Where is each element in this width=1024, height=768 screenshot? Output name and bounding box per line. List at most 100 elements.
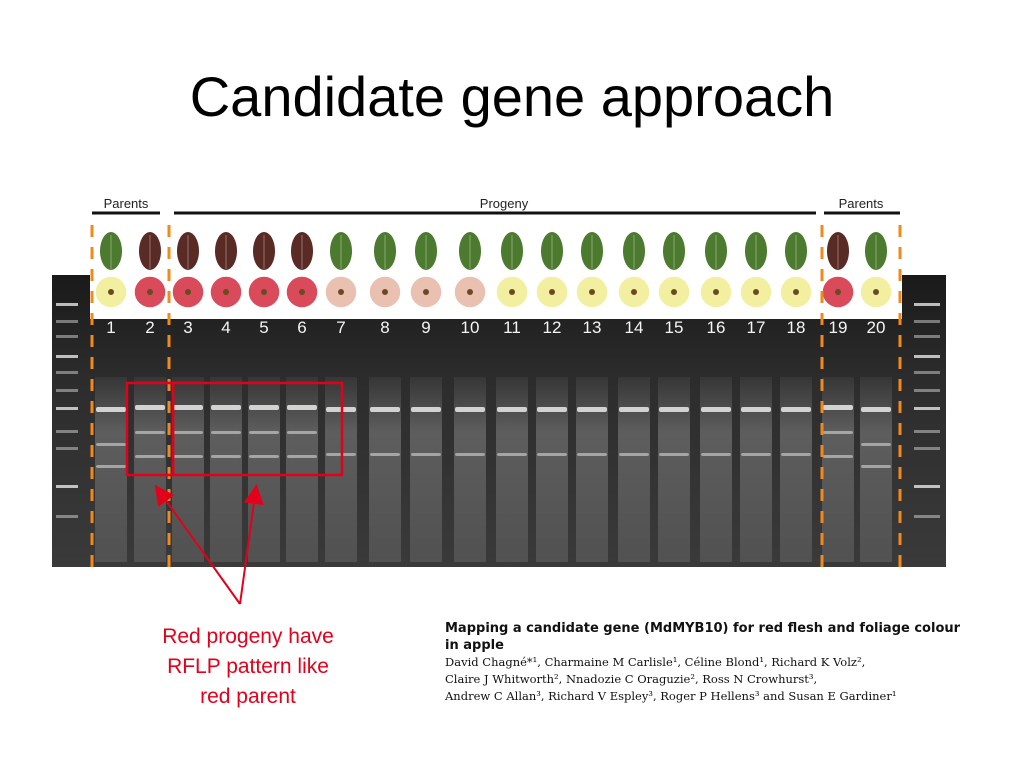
fruit-core	[713, 289, 719, 295]
dna-band	[823, 405, 853, 410]
ladder-band	[56, 335, 78, 338]
dna-band	[287, 455, 317, 458]
dna-band	[659, 407, 689, 412]
dna-band	[537, 453, 567, 456]
dna-band	[861, 465, 891, 468]
fruit-core	[467, 289, 473, 295]
dna-band	[135, 405, 165, 410]
fruit-core	[873, 289, 879, 295]
green-leaf-icon	[415, 232, 437, 270]
green-leaf-icon	[785, 232, 807, 270]
citation-author-line: Claire J Whitworth², Nnadozie C Oraguzie…	[445, 672, 818, 686]
dna-band	[211, 455, 241, 458]
dna-band	[781, 453, 811, 456]
gel-lane: 5	[247, 232, 281, 562]
fruit-core	[631, 289, 637, 295]
gel-lane: 4	[209, 232, 243, 562]
ladder-band	[914, 389, 940, 392]
ladder-band	[914, 335, 940, 338]
dna-band	[96, 443, 126, 446]
gel-lane: 13	[575, 232, 609, 562]
fruit-core	[185, 289, 191, 295]
arrow-to-parent	[154, 484, 241, 605]
lane-number: 20	[867, 318, 886, 337]
fruit-core	[147, 289, 153, 295]
dna-band	[701, 453, 731, 456]
progeny-label: Progeny	[480, 196, 529, 211]
citation-authors: David Chagné*¹, Charmaine M Carlisle¹, C…	[445, 654, 965, 705]
lane-number: 9	[421, 318, 430, 337]
fruit-core	[589, 289, 595, 295]
ladder-lanes	[56, 303, 940, 518]
dna-band	[173, 431, 203, 434]
lane-number: 5	[259, 318, 268, 337]
dna-band	[823, 431, 853, 434]
dna-band	[781, 407, 811, 412]
progeny-highlight-box	[171, 381, 344, 477]
dna-band	[823, 455, 853, 458]
ladder-band	[56, 371, 78, 374]
callout-line: Red progeny have	[162, 625, 334, 648]
fruit-core	[338, 289, 344, 295]
gel-lane: 18	[779, 232, 813, 562]
lane-number: 14	[625, 318, 644, 337]
lane-number: 12	[543, 318, 562, 337]
gel-lane: 8	[368, 232, 402, 562]
gel-lane: 15	[657, 232, 691, 562]
ladder-band	[914, 430, 940, 433]
dna-band	[861, 407, 891, 412]
lane-number: 17	[747, 318, 766, 337]
parents-left-label: Parents	[104, 196, 149, 211]
citation-title: Mapping a candidate gene (MdMYB10) for r…	[445, 621, 961, 653]
lane-number: 8	[380, 318, 389, 337]
lane-number: 19	[829, 318, 848, 337]
callout-text: Red progeny have RFLP pattern like red p…	[128, 622, 368, 712]
lane-number: 7	[336, 318, 345, 337]
dna-band	[659, 453, 689, 456]
dna-band	[370, 453, 400, 456]
green-leaf-icon	[374, 232, 396, 270]
ladder-band	[914, 515, 940, 518]
dna-band	[619, 453, 649, 456]
arrow-to-progeny	[239, 484, 264, 605]
dna-band	[287, 405, 317, 410]
gel-lane: 14	[617, 232, 651, 562]
ladder-band	[56, 447, 78, 450]
ladder-band	[56, 515, 78, 518]
gel-lane: 12	[535, 232, 569, 562]
ladder-band	[56, 407, 78, 410]
lane-number: 3	[183, 318, 192, 337]
dna-band	[249, 431, 279, 434]
gel-lane: 19	[821, 232, 855, 562]
dna-band	[370, 407, 400, 412]
gel-lane: 10	[453, 232, 487, 562]
citation-author-line: Andrew C Allan³, Richard V Espley³, Roge…	[445, 689, 897, 703]
dna-band	[287, 431, 317, 434]
ladder-band	[914, 303, 940, 306]
callout-line: red parent	[200, 685, 296, 708]
ladder-band	[914, 355, 940, 358]
ladder-band	[56, 320, 78, 323]
dna-band	[173, 405, 203, 410]
fruit-core	[753, 289, 759, 295]
red-leaf-icon	[139, 232, 161, 270]
fruit-core	[549, 289, 555, 295]
dna-band	[455, 453, 485, 456]
fruit-core	[261, 289, 267, 295]
fruit-core	[423, 289, 429, 295]
lane-number: 1	[106, 318, 115, 337]
dna-band	[701, 407, 731, 412]
fruit-core	[223, 289, 229, 295]
ladder-band	[914, 447, 940, 450]
gel-lane: 9	[409, 232, 443, 562]
green-leaf-icon	[663, 232, 685, 270]
dna-band	[411, 407, 441, 412]
gel-lane: 2	[133, 232, 167, 562]
green-leaf-icon	[459, 232, 481, 270]
lane-number: 16	[707, 318, 726, 337]
ladder-band	[914, 371, 940, 374]
gel-lane: 1	[94, 232, 128, 562]
lane-number: 15	[665, 318, 684, 337]
red-leaf-icon	[177, 232, 199, 270]
